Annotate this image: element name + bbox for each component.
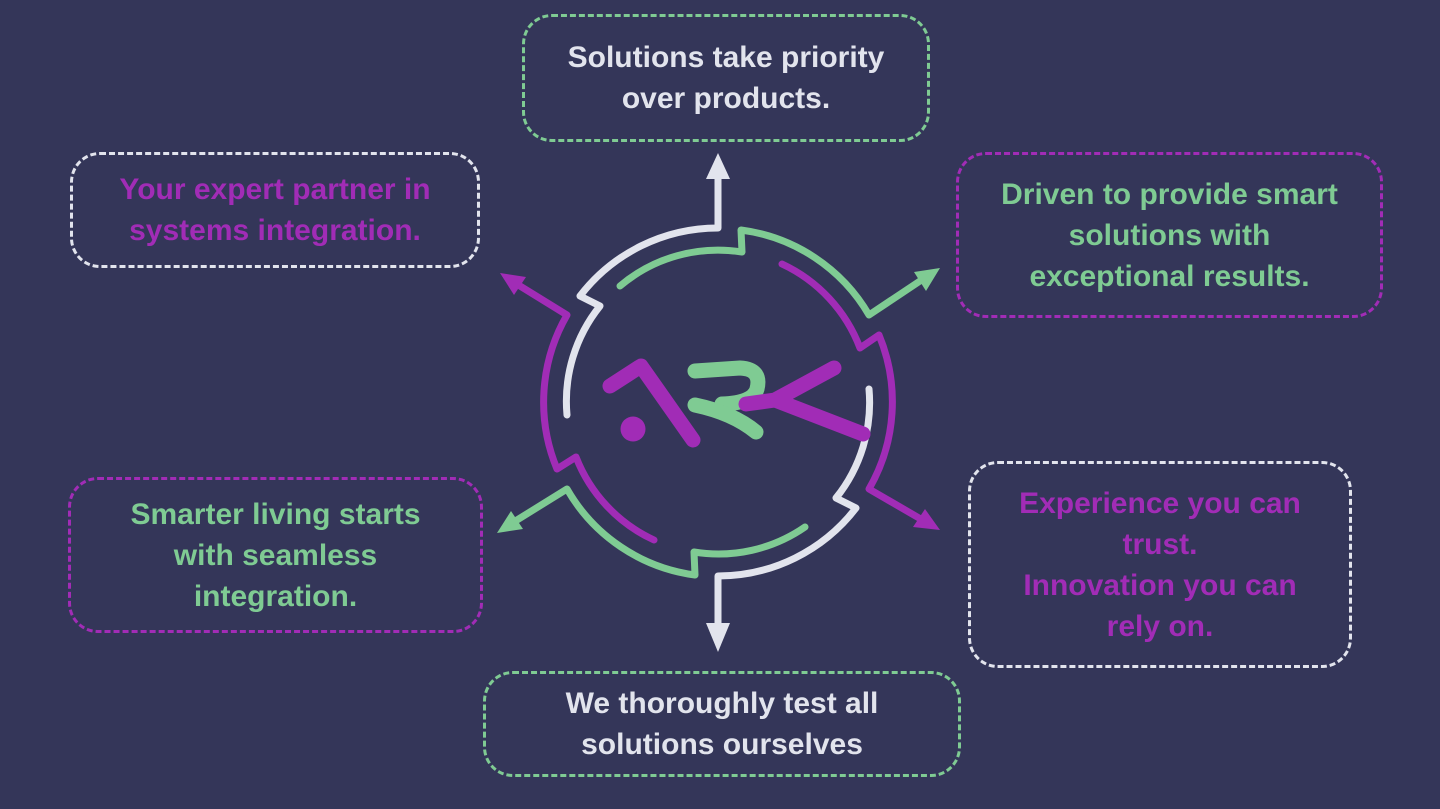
card-line: Driven to provide smart xyxy=(1001,177,1338,211)
logo-letter-a-dot xyxy=(620,416,646,442)
ring-segment-top-left xyxy=(562,174,722,419)
ring-segment-bottom-left xyxy=(513,485,809,579)
arrowhead-down xyxy=(706,623,730,652)
cycle-diagram xyxy=(497,153,940,652)
arrowhead-up-right xyxy=(914,268,940,291)
logo-letter-r-bowl xyxy=(687,360,766,412)
ring-segment-top xyxy=(616,226,924,319)
arrowhead-down-right xyxy=(913,509,940,530)
ring-segment-left xyxy=(516,282,658,544)
value-card-top-center: Solutions take priority over products. xyxy=(522,14,930,142)
card-line: Innovation you can xyxy=(1023,568,1297,602)
ark-logo xyxy=(602,358,871,448)
card-line: Smarter living starts xyxy=(130,497,421,531)
value-card-top-right: Driven to provide smart solutions with e… xyxy=(956,152,1383,318)
card-line: integration. xyxy=(193,579,358,613)
logo-letter-k xyxy=(738,360,871,442)
card-line: Experience you can xyxy=(1019,486,1301,520)
arrowhead-up-left xyxy=(500,273,526,295)
logo-letter-r-leg xyxy=(687,397,764,440)
value-card-bottom-center: We thoroughly test all solutions ourselv… xyxy=(483,671,961,777)
card-line: Solutions take priority xyxy=(567,41,885,74)
value-card-top-left: Your expert partner in systems integrati… xyxy=(70,152,480,268)
card-line: systems integration. xyxy=(129,214,421,247)
card-line: solutions with xyxy=(1068,218,1271,252)
card-line: with seamless xyxy=(173,538,378,572)
arrowhead-up xyxy=(706,153,730,179)
card-line: rely on. xyxy=(1106,609,1214,643)
card-line: exceptional results. xyxy=(1029,259,1310,293)
value-card-bottom-right: Experience you can trust. Innovation you… xyxy=(968,461,1352,668)
value-card-bottom-left: Smarter living starts with seamless inte… xyxy=(68,477,483,633)
logo-letter-a xyxy=(602,358,701,448)
card-line: solutions ourselves xyxy=(581,728,863,761)
card-line: over products. xyxy=(621,82,831,115)
ring-segment-right xyxy=(778,260,923,522)
arrowhead-down-left xyxy=(497,511,523,533)
card-line: Your expert partner in xyxy=(119,173,431,206)
card-line: trust. xyxy=(1122,527,1198,561)
card-line: We thoroughly test all xyxy=(565,687,879,720)
